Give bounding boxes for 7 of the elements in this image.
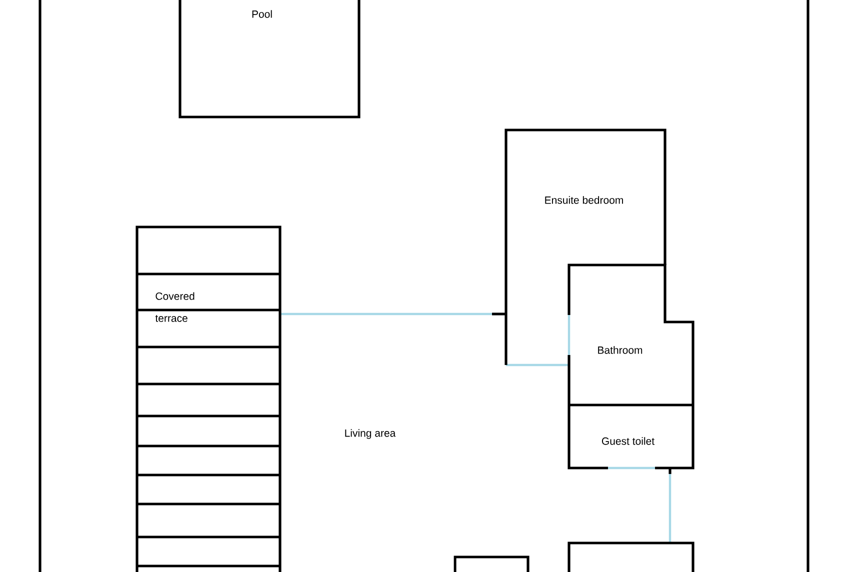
room-label: Living area <box>345 429 396 439</box>
room: Bathroom <box>568 264 694 406</box>
room-outline <box>454 556 530 572</box>
room: Pool <box>178 0 360 118</box>
room: Covered terrace <box>136 226 282 572</box>
room: Guest toilet <box>568 405 694 470</box>
room-outline <box>568 542 694 572</box>
